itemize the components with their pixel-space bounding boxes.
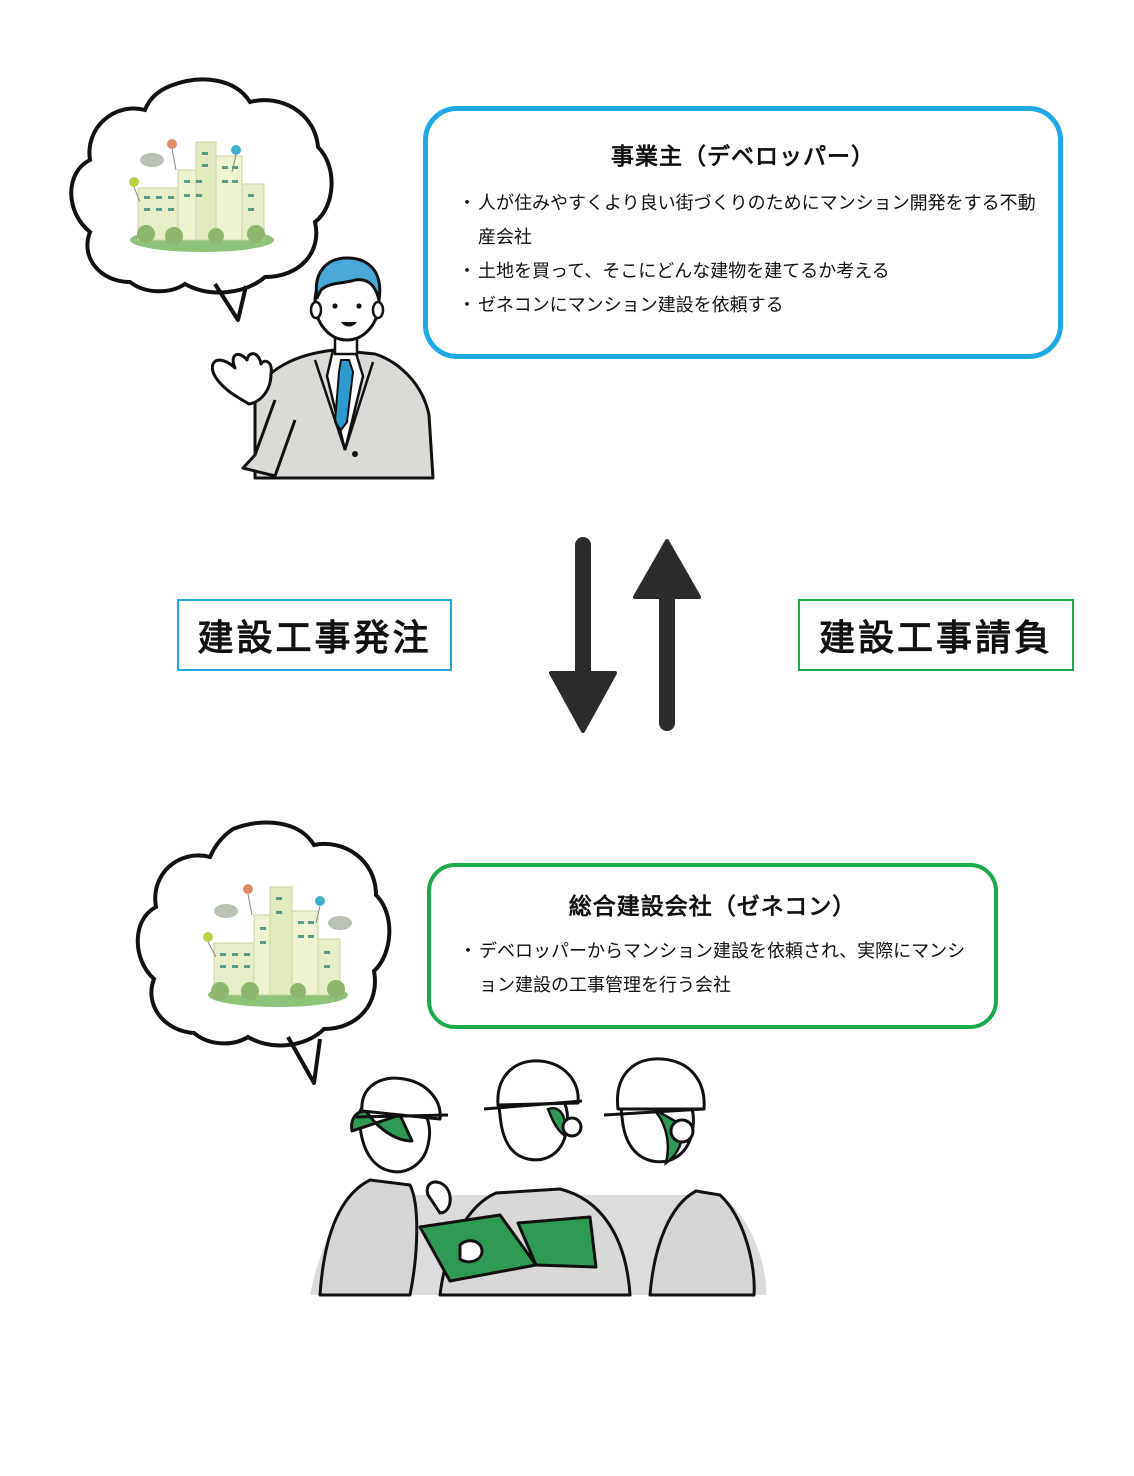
contract-label: 建設工事請負 bbox=[798, 599, 1074, 671]
developer-bullet-1: 人が住みやすくより良い街づくりのためにマンション開発をする不動産会社 bbox=[458, 187, 1038, 255]
apartment-buildings-icon bbox=[203, 884, 352, 1007]
developer-info-box: 事業主（デベロッパー） 人が住みやすくより良い街づくりのためにマンション開発をす… bbox=[423, 106, 1063, 359]
order-label: 建設工事発注 bbox=[177, 599, 452, 671]
down-up-arrows-icon bbox=[549, 537, 701, 733]
developer-bullet-list: 人が住みやすくより良い街づくりのためにマンション開発をする不動産会社 土地を買っ… bbox=[458, 187, 1038, 323]
developer-thought-bubble-icon bbox=[69, 77, 334, 322]
contractor-title: 総合建設会社（ゼネコン） bbox=[568, 894, 857, 920]
developer-bullet-3: ゼネコンにマンション建設を依頼する bbox=[458, 289, 1038, 323]
developer-bullet-2: 土地を買って、そこにどんな建物を建てるか考える bbox=[458, 255, 1038, 289]
contractor-bullet-list: デベロッパーからマンション建設を依頼され、実際にマンション建設の工事管理を行う会… bbox=[459, 935, 979, 1003]
contractor-thought-bubble-icon bbox=[135, 820, 392, 1085]
businessman-illustration-icon bbox=[210, 256, 435, 480]
construction-workers-illustration-icon bbox=[310, 1057, 767, 1297]
contractor-bullet-1: デベロッパーからマンション建設を依頼され、実際にマンション建設の工事管理を行う会… bbox=[459, 935, 979, 1003]
developer-title: 事業主（デベロッパー） bbox=[611, 144, 875, 170]
apartment-buildings-icon bbox=[129, 139, 274, 252]
contractor-info-box: 総合建設会社（ゼネコン） デベロッパーからマンション建設を依頼され、実際にマンシ… bbox=[427, 863, 998, 1029]
